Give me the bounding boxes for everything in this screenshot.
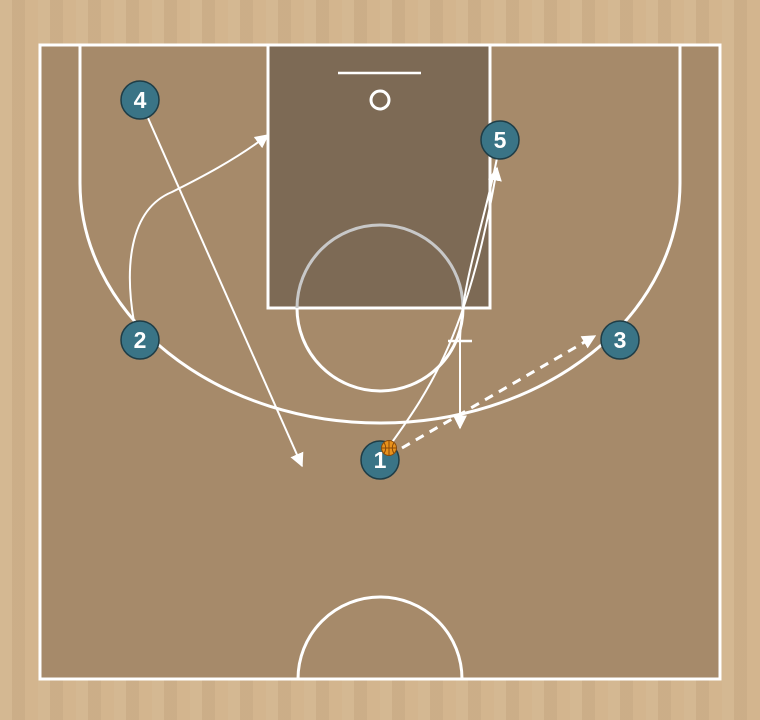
cut-path-player-1 — [389, 166, 502, 446]
player-marker — [480, 120, 520, 160]
paint-area — [266, 43, 492, 310]
player-label: 5 — [494, 127, 507, 153]
player-label: 3 — [614, 327, 627, 353]
player-3[interactable]: 3 — [600, 320, 640, 360]
three-point-line — [78, 45, 682, 425]
rim — [369, 89, 391, 111]
player-1[interactable]: 1 — [360, 440, 400, 480]
player-marker — [600, 320, 640, 360]
dribble-path-player-1 — [401, 334, 597, 450]
basketball-icon — [381, 440, 397, 456]
court-boundary — [38, 43, 722, 681]
cut-path-player-2 — [128, 134, 270, 323]
player-4[interactable]: 4 — [120, 80, 160, 120]
player-label: 2 — [134, 327, 147, 353]
free-throw-circle-lower — [295, 307, 465, 393]
player-label: 4 — [134, 87, 147, 113]
player-marker — [120, 320, 160, 360]
player-2[interactable]: 2 — [120, 320, 160, 360]
free-throw-circle-upper — [295, 223, 465, 309]
player-5[interactable]: 5 — [480, 120, 520, 160]
player-marker — [120, 80, 160, 120]
cut-path-player-4 — [147, 117, 304, 468]
center-circle — [296, 595, 464, 680]
screen-path-player-5 — [453, 157, 498, 430]
